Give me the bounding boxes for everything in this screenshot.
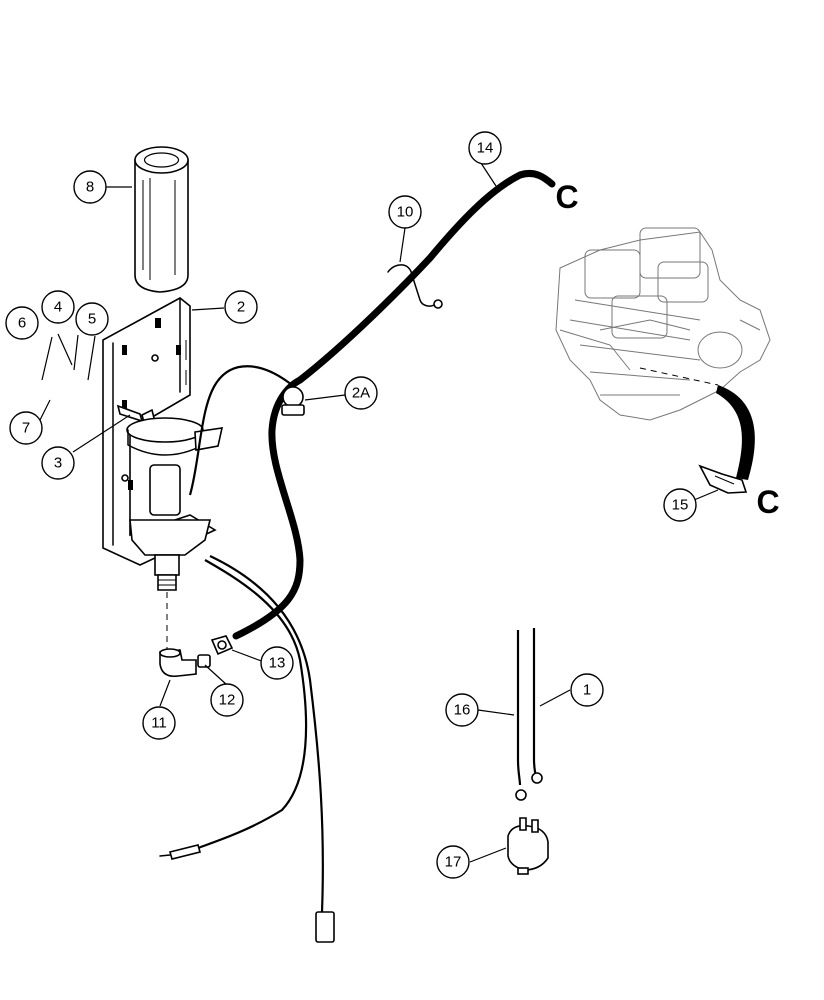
callout-7: 7 bbox=[9, 411, 43, 445]
filter-head bbox=[129, 464, 212, 650]
callout-2: 2 bbox=[224, 290, 258, 324]
callout-7-label: 7 bbox=[22, 420, 30, 437]
callout-17: 17 bbox=[436, 845, 470, 879]
callout-8-label: 8 bbox=[86, 179, 94, 196]
callout-13-label: 13 bbox=[269, 655, 286, 672]
fittings bbox=[159, 635, 234, 678]
filter-bowl bbox=[134, 146, 189, 293]
callout-11-label: 11 bbox=[151, 715, 167, 732]
callout-15: 15 bbox=[663, 488, 697, 522]
mounting-bracket bbox=[102, 297, 217, 566]
callout-5-label: 5 bbox=[88, 311, 96, 328]
callout-4: 4 bbox=[41, 290, 75, 324]
callout-6: 6 bbox=[5, 306, 39, 340]
callout-4-label: 4 bbox=[54, 299, 62, 316]
callout-1: 1 bbox=[570, 673, 604, 707]
connection-marker-hose: C bbox=[555, 179, 578, 215]
hose-clip bbox=[387, 264, 443, 309]
hoses bbox=[188, 169, 556, 640]
leader-lines bbox=[39, 159, 719, 863]
callout-13: 13 bbox=[260, 646, 294, 680]
callout-8: 8 bbox=[73, 170, 107, 204]
callout-6-label: 6 bbox=[18, 315, 26, 332]
callout-10: 10 bbox=[388, 195, 422, 229]
callout-3-label: 3 bbox=[54, 455, 62, 472]
switch-wiring bbox=[507, 628, 549, 875]
connection-marker-fitting: C bbox=[756, 484, 779, 520]
callout-2-label: 2 bbox=[237, 299, 245, 316]
callout-2a: 2A bbox=[344, 376, 378, 410]
callout-14-label: 14 bbox=[477, 140, 494, 157]
sensor-wires bbox=[159, 555, 335, 943]
callout-1-label: 1 bbox=[583, 682, 591, 699]
callout-2a-label: 2A bbox=[352, 385, 370, 402]
adapter-fitting bbox=[698, 464, 748, 494]
engine-outline bbox=[555, 227, 771, 480]
callout-15-label: 15 bbox=[672, 497, 689, 514]
callout-10-label: 10 bbox=[397, 204, 414, 221]
callout-14: 14 bbox=[468, 131, 502, 165]
callout-17-label: 17 bbox=[445, 854, 462, 871]
callout-16: 16 bbox=[445, 693, 479, 727]
callout-3: 3 bbox=[41, 446, 75, 480]
callout-16-label: 16 bbox=[454, 702, 471, 719]
callout-5: 5 bbox=[75, 302, 109, 336]
callout-12: 12 bbox=[210, 683, 244, 717]
clamp-assembly bbox=[116, 404, 224, 456]
callout-11: 11 bbox=[142, 706, 176, 740]
callout-12-label: 12 bbox=[219, 692, 236, 709]
